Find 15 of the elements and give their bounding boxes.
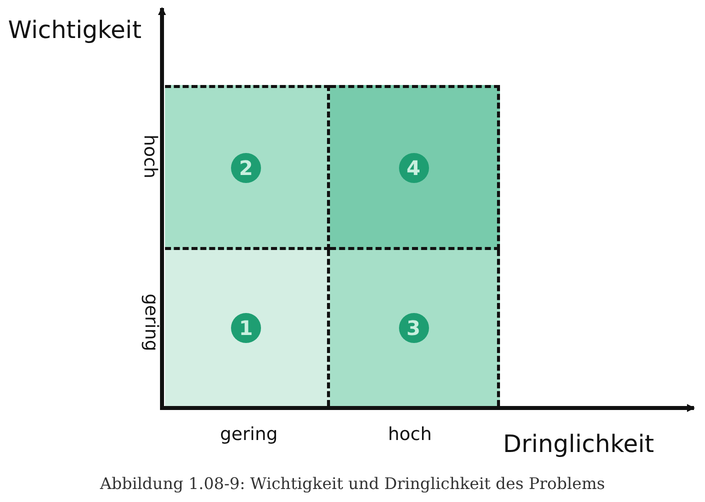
quadrant-number: 2 — [231, 152, 261, 182]
matrix-quadrant — [330, 85, 500, 250]
axis-tick-label: hoch — [388, 424, 432, 445]
matrix-quadrant — [165, 85, 330, 250]
figure-caption: Abbildung 1.08-9: Wichtigkeit und Dringlichkeit des Problems — [98, 474, 606, 493]
quadrant-number: 4 — [398, 152, 428, 182]
axis-title: Wichtigkeit — [8, 16, 142, 44]
quadrant-number: 3 — [398, 313, 428, 343]
matrix-quadrant — [165, 250, 330, 406]
matrix-quadrant — [330, 250, 500, 406]
quadrant-number: 1 — [231, 313, 261, 343]
axis-title: Dringlichkeit — [503, 430, 654, 458]
axis-tick-label: gering — [220, 424, 278, 445]
axis-tick-label: gering — [140, 294, 162, 352]
axis-tick-label: hoch — [139, 134, 160, 178]
